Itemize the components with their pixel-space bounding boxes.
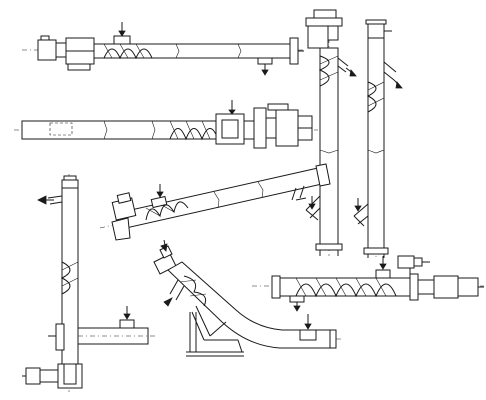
horizontal-screw-conveyor-bottom-right [252, 255, 484, 312]
horizontal-screw-conveyor-top [22, 22, 305, 76]
curved-screw-conveyor [153, 239, 344, 357]
inclined-screw-conveyor [99, 163, 331, 241]
vertical-screw-conveyor-right [353, 19, 403, 258]
vertical-screw-conveyor-left [22, 174, 156, 392]
vertical-screw-conveyor-tall [305, 9, 357, 256]
horizontal-screw-conveyor-middle [14, 100, 318, 149]
